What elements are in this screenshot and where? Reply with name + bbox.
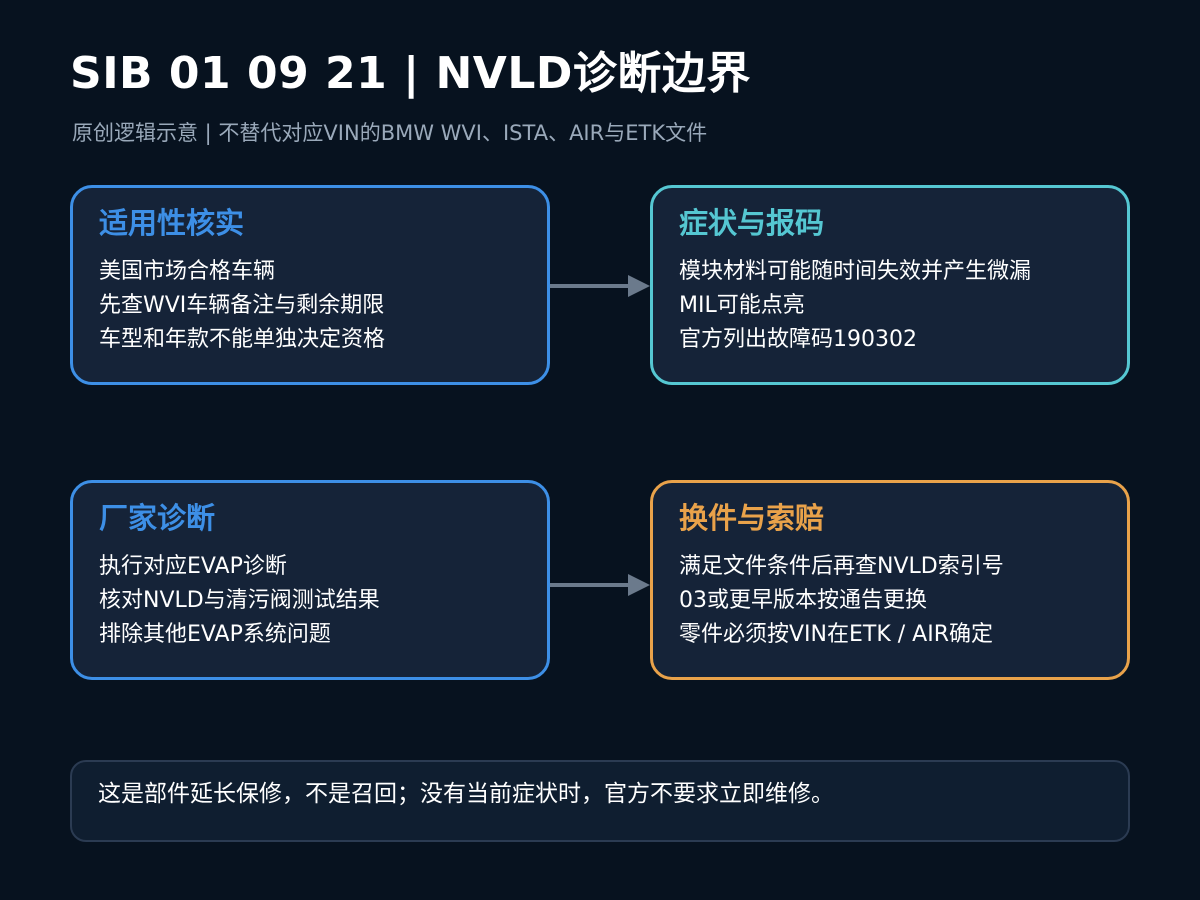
replacement-card-title: 换件与索赔 (679, 501, 825, 535)
replacement-line-2: 03或更早版本按通告更换 (679, 587, 927, 613)
eligibility-line-1: 美国市场合格车辆 (99, 258, 276, 284)
symptom-line-3: 官方列出故障码190302 (679, 326, 917, 352)
diagnosis-line-3: 排除其他EVAP系统问题 (99, 621, 331, 647)
symptom-card: 症状与报码 模块材料可能随时间失效并产生微漏 MIL可能点亮 官方列出故障码19… (650, 185, 1130, 385)
eligibility-card-title: 适用性核实 (99, 206, 245, 240)
eligibility-card: 适用性核实 美国市场合格车辆 先查WVI车辆备注与剩余期限 车型和年款不能单独决… (70, 185, 550, 385)
page-title: SIB 01 09 21 | NVLD诊断边界 (70, 48, 751, 99)
page-subtitle: 原创逻辑示意 | 不替代对应VIN的BMW WVI、ISTA、AIR与ETK文件 (72, 121, 708, 145)
diagnosis-card-title: 厂家诊断 (99, 501, 216, 535)
arrow-diagnosis-to-replacement (550, 574, 650, 596)
arrow-eligibility-to-symptom (550, 275, 650, 297)
warranty-note: 这是部件延长保修，不是召回；没有当前症状时，官方不要求立即维修。 (70, 760, 1130, 842)
diagnosis-line-2: 核对NVLD与清污阀测试结果 (99, 587, 380, 613)
replacement-line-1: 满足文件条件后再查NVLD索引号 (679, 553, 1004, 579)
diagnosis-line-1: 执行对应EVAP诊断 (99, 553, 287, 579)
replacement-card: 换件与索赔 满足文件条件后再查NVLD索引号 03或更早版本按通告更换 零件必须… (650, 480, 1130, 680)
replacement-line-3: 零件必须按VIN在ETK / AIR确定 (679, 621, 993, 647)
symptom-line-2: MIL可能点亮 (679, 292, 805, 318)
symptom-card-title: 症状与报码 (679, 206, 825, 240)
eligibility-line-2: 先查WVI车辆备注与剩余期限 (99, 292, 385, 318)
eligibility-line-3: 车型和年款不能单独决定资格 (99, 326, 386, 352)
diagnosis-card: 厂家诊断 执行对应EVAP诊断 核对NVLD与清污阀测试结果 排除其他EVAP系… (70, 480, 550, 680)
symptom-line-1: 模块材料可能随时间失效并产生微漏 (679, 258, 1032, 284)
